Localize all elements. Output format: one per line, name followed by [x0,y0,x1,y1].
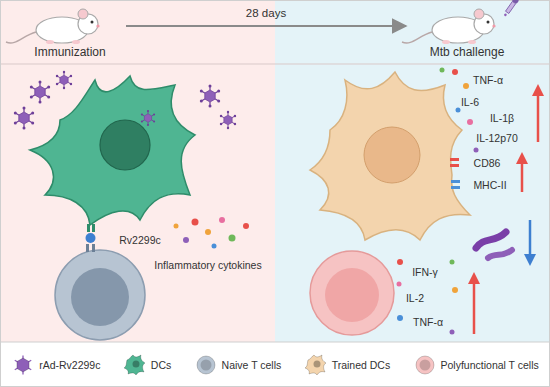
legend-item: Trained DCs [304,354,391,376]
legend-swatch [17,358,29,372]
legend-icon [194,354,218,376]
legend-item: DCs [123,354,171,376]
legend-icon [413,354,437,376]
cytokine-dots [397,68,479,335]
polyfunctional-t-cell [310,251,394,335]
cytokine-label: IL-6 [461,96,479,108]
dendritic-cell [30,76,195,225]
legend-item: rAd-Rv2299c [11,354,100,376]
legend-swatch [416,356,434,374]
stage-box: Immunization [18,2,122,62]
stage-caption: Immunization [34,45,105,59]
challenge-panel [275,0,550,342]
cytokine-label: TNF-α [413,316,443,328]
marker-label: CD86 [474,157,501,169]
legend-icon [304,354,328,376]
legend-item: Polyfunctional T cells [413,354,539,376]
immunization-panel [0,0,275,342]
legend: rAd-Rv2299c DCs Naive T cells Trained DCs Po… [0,345,550,385]
decrease-arrow [524,220,536,266]
legend-label: Trained DCs [332,359,391,371]
stage-box: Mtb challenge [410,2,524,62]
antigen-label: Rv2299c [119,234,160,246]
cytokine-label: TNF-α [473,74,503,86]
surface-markers [450,158,460,189]
legend-icon [123,354,147,376]
receptor-symbol [86,224,96,252]
legend-swatch [124,355,145,375]
mouse-figure [6,9,100,44]
cytokine-label: IFN-γ [412,266,438,278]
divider-line [0,64,550,65]
legend-swatch [305,355,326,375]
stage-caption: Mtb challenge [430,45,505,59]
edge-label: 28 days [243,7,289,19]
legend-label: DCs [151,359,171,371]
legend-divider [0,342,550,343]
legend-label: Naive T cells [222,359,282,371]
mtb-bacterium [476,232,512,258]
legend-label: rAd-Rv2299c [39,359,100,371]
virus-particles [14,71,236,130]
legend-label: Polyfunctional T cells [441,359,539,371]
legend-icon [11,354,35,376]
increase-arrows [468,84,544,334]
cytokine-label: IL-12p70 [476,132,517,144]
mouse-figure [402,9,496,44]
timeline-arrow [126,25,406,27]
cytokine-dots [174,217,250,249]
cytokine-label: IL-1β [490,112,514,124]
cytokine-label: Inflammatory cytokines [154,259,261,271]
cytokine-label: IL-2 [406,292,424,304]
dropper-symbol [502,0,519,18]
marker-label: MHC-II [473,179,506,191]
legend-item: Naive T cells [194,354,282,376]
naive-t-cell [55,250,145,340]
legend-swatch [197,356,215,374]
trained-dendritic-cell [310,72,470,240]
